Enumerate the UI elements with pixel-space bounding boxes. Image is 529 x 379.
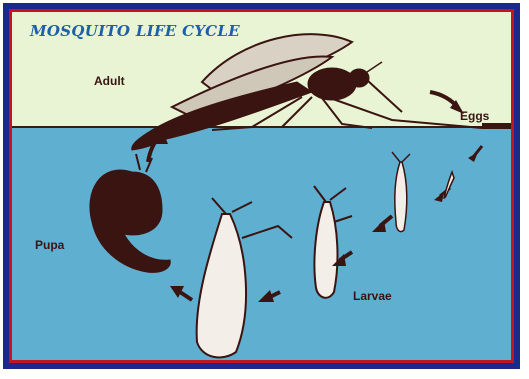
young-larva-2 [392,152,410,232]
large-larva [197,198,292,357]
young-larva-1 [444,172,454,198]
life-cycle-illustration [12,12,514,363]
label-eggs: Eggs [460,109,489,123]
label-adult: Adult [94,74,125,88]
label-pupa: Pupa [35,238,64,252]
diagram-frame: MOSQUITO LIFE CYCLE Adult Eggs Pupa Larv… [3,3,520,369]
egg-raft [482,123,514,129]
diagram-panel: MOSQUITO LIFE CYCLE Adult Eggs Pupa Larv… [9,9,514,363]
adult-mosquito [132,34,482,150]
diagram-title: MOSQUITO LIFE CYCLE [30,22,240,40]
arrows-eggs-to-larvae [434,146,482,202]
pupa [90,154,170,272]
label-larvae: Larvae [353,289,392,303]
medium-larva [314,186,352,298]
